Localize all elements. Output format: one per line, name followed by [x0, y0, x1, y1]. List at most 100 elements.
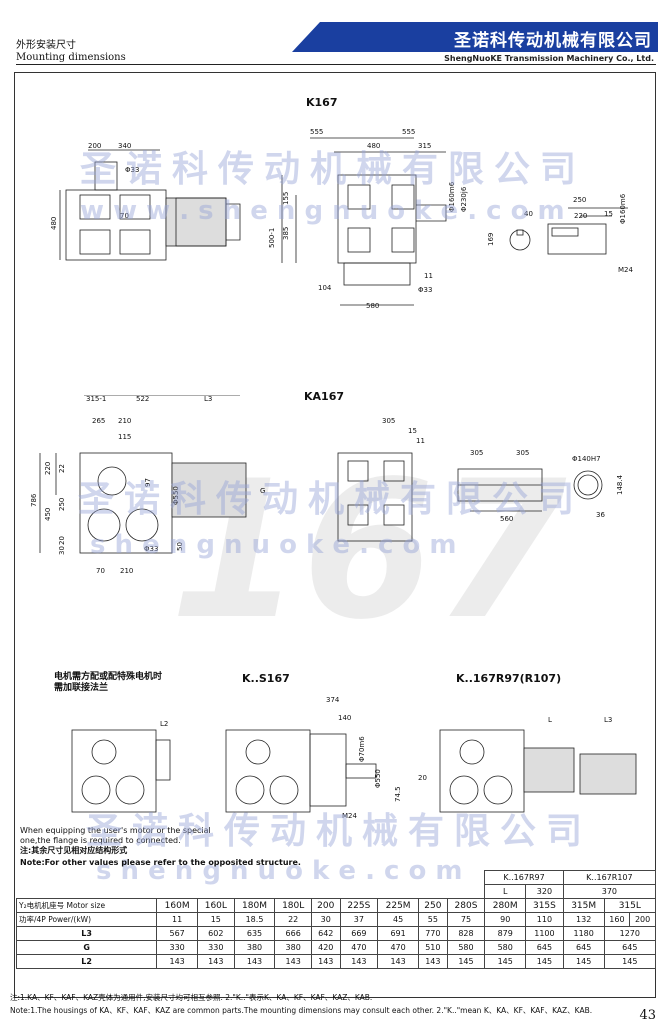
svg-text:Φ70m6: Φ70m6: [358, 736, 366, 762]
svg-text:Φ140H7: Φ140H7: [572, 455, 601, 463]
svg-text:11: 11: [424, 272, 433, 280]
power-cell: 15: [197, 912, 235, 927]
svg-text:L3: L3: [604, 716, 612, 724]
motor-size-header: Y₂电机机座号 Motor size: [15, 898, 158, 913]
power-cell: 22: [274, 912, 312, 927]
svg-text:L3: L3: [204, 395, 212, 403]
table-cell: 330: [156, 940, 199, 955]
table-cell: 143: [156, 954, 199, 969]
svg-text:Φ230j6: Φ230j6: [460, 186, 468, 212]
motor-size-cell: 315M: [562, 898, 605, 913]
table-cell: 330: [197, 940, 235, 955]
svg-text:20: 20: [58, 536, 66, 545]
motor-size-cell: 280S: [446, 898, 486, 913]
svg-text:340: 340: [118, 142, 131, 150]
svg-text:50: 50: [176, 542, 184, 551]
svg-text:315-1: 315-1: [86, 395, 106, 403]
svg-text:480: 480: [367, 142, 380, 150]
power-cell: 37: [339, 912, 379, 927]
power-cell: 90: [484, 912, 527, 927]
power-cell: 55: [418, 912, 448, 927]
motor-note-zh-2: 需加联接法兰: [54, 683, 109, 693]
table-cell: 145: [603, 954, 657, 969]
group-header-r107: K..167R107: [562, 870, 657, 885]
svg-text:450: 450: [44, 508, 52, 521]
motor-size-cell: 160M: [156, 898, 199, 913]
motor-note-en: When equipping the user's motor or the s…: [20, 826, 211, 846]
motor-size-cell: 315L: [603, 898, 657, 913]
svg-text:70: 70: [96, 567, 105, 575]
l-value-r107: 370: [562, 884, 657, 899]
group-header-r97: K..167R97: [484, 870, 564, 885]
svg-text:G: G: [260, 487, 265, 495]
company-name-zh: 圣诺科传动机械有限公司: [454, 31, 652, 51]
table-cell: 645: [562, 940, 605, 955]
row-label: L3: [15, 926, 158, 941]
content-frame: [14, 72, 656, 998]
spec-table: K..167R97 K..167R107 L 320 370 Y₂电机机座号 M…: [15, 870, 657, 969]
row-label: L2: [15, 954, 158, 969]
table-cell: 580: [446, 940, 486, 955]
table-cell: 470: [377, 940, 420, 955]
svg-text:L: L: [548, 716, 552, 724]
watermark-zh-1: 圣诺科传动机械有限公司: [80, 149, 587, 190]
svg-text:22: 22: [58, 464, 66, 473]
company-banner: [292, 22, 658, 52]
power-cell: 75: [446, 912, 486, 927]
svg-text:500-1: 500-1: [268, 228, 276, 248]
svg-text:36: 36: [596, 511, 605, 519]
footnote-zh: 注:1.KA、KF、KAF、KAZ壳体为通用件,安装尺寸均可相互参照. 2."K…: [10, 993, 373, 1002]
svg-text:Φ160m6: Φ160m6: [448, 181, 456, 212]
svg-text:Φ550: Φ550: [172, 486, 180, 505]
motor-note-en-1: When equipping the user's motor or the s…: [20, 826, 211, 835]
svg-text:148.4: 148.4: [616, 474, 624, 495]
svg-text:97: 97: [144, 478, 152, 487]
table-cell: 143: [310, 954, 341, 969]
svg-text:480: 480: [50, 217, 58, 230]
svg-text:374: 374: [326, 696, 340, 704]
svg-text:200: 200: [88, 142, 101, 150]
svg-text:555: 555: [310, 128, 323, 136]
power-header: 功率/4P Power/(kW): [15, 912, 158, 927]
svg-text:155: 155: [282, 192, 290, 205]
table-note-zh: 注:其余尺寸见相对应结构形式: [20, 846, 128, 855]
svg-text:70: 70: [120, 212, 129, 220]
motor-size-cell: 225M: [377, 898, 420, 913]
svg-text:140: 140: [338, 714, 351, 722]
label-k167: K167: [306, 96, 338, 109]
table-cell: 645: [603, 940, 657, 955]
svg-text:385: 385: [282, 227, 290, 240]
svg-text:15: 15: [604, 210, 613, 218]
svg-text:115: 115: [118, 433, 131, 441]
table-cell: 645: [525, 940, 564, 955]
label-ka167: KA167: [304, 390, 344, 403]
svg-text:40: 40: [524, 210, 533, 218]
svg-text:210: 210: [118, 417, 131, 425]
motor-note-zh-1: 电机需方配或配特殊电机时: [54, 672, 163, 682]
table-cell: 770: [418, 926, 448, 941]
svg-text:15: 15: [408, 427, 417, 435]
svg-text:250: 250: [58, 498, 66, 511]
svg-text:M24: M24: [618, 266, 633, 274]
svg-text:315: 315: [418, 142, 431, 150]
company-name-en: ShengNuoKE Transmission Machinery Co., L…: [444, 54, 654, 63]
power-cell: 200: [629, 912, 656, 927]
footnote-en: Note:1.The housings of KA、KF、KAF、KAZ are…: [10, 1006, 593, 1015]
power-cell: 132: [562, 912, 605, 927]
table-row: K..167R97 K..167R107: [17, 870, 657, 885]
table-cell: 602: [197, 926, 235, 941]
table-cell: 828: [446, 926, 486, 941]
l-value-r97: 320: [525, 884, 564, 899]
svg-text:30: 30: [58, 546, 66, 555]
svg-text:580: 580: [366, 302, 379, 310]
label-kr: K..167R97(R107): [456, 672, 562, 685]
svg-text:560: 560: [500, 515, 513, 523]
page-number: 43: [639, 1008, 656, 1023]
section-title-zh: 外形安装尺寸: [16, 40, 76, 51]
